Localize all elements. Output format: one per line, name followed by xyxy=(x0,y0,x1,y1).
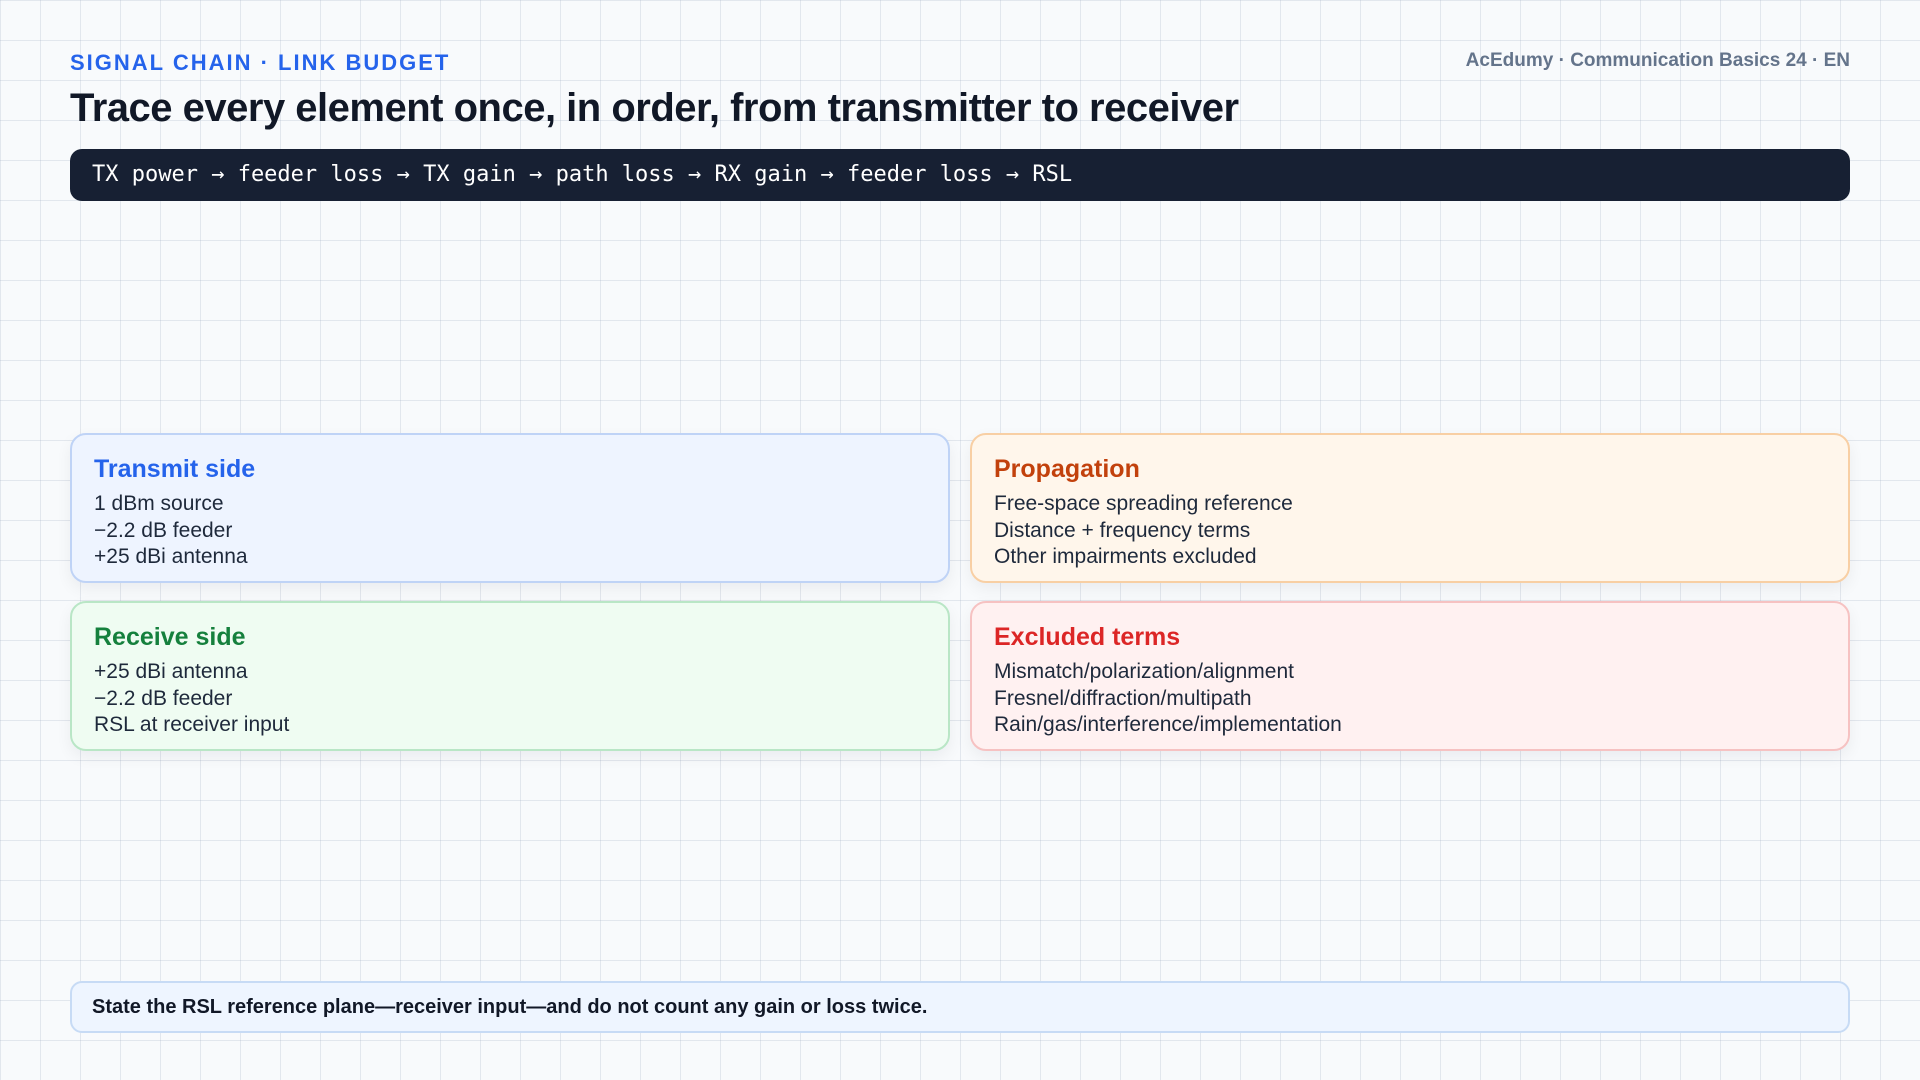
footer-note: State the RSL reference plane—receiver i… xyxy=(70,981,1850,1033)
receive-side-card: Receive side +25 dBi antenna −2.2 dB fee… xyxy=(70,601,950,751)
transmit-side-line: +25 dBi antenna xyxy=(94,545,248,568)
transmit-side-card: Transmit side 1 dBm source −2.2 dB feede… xyxy=(70,433,950,583)
excluded-terms-line: Mismatch/polarization/alignment xyxy=(994,660,1294,683)
transmit-side-line: 1 dBm source xyxy=(94,492,224,515)
receive-side-line: RSL at receiver input xyxy=(94,713,290,736)
excluded-terms-line: Rain/gas/interference/implementation xyxy=(994,713,1342,736)
receive-side-line: −2.2 dB feeder xyxy=(94,686,233,710)
card-grid: Transmit side 1 dBm source −2.2 dB feede… xyxy=(70,433,1850,751)
propagation-title: Propagation xyxy=(994,455,1140,483)
receive-side-line: +25 dBi antenna xyxy=(94,660,248,683)
receive-side-title: Receive side xyxy=(94,623,246,651)
page-title: Trace every element once, in order, from… xyxy=(70,86,1239,130)
propagation-card: Propagation Free-space spreading referen… xyxy=(970,433,1850,583)
transmit-side-title: Transmit side xyxy=(94,455,256,483)
excluded-terms-title: Excluded terms xyxy=(994,623,1181,651)
signal-chain-formula: TX power → feeder loss → TX gain → path … xyxy=(70,149,1850,201)
brand-label: AcEdumy · Communication Basics 24 · EN xyxy=(1465,50,1850,71)
section-eyebrow: SIGNAL CHAIN · LINK BUDGET xyxy=(70,50,451,75)
excluded-terms-card: Excluded terms Mismatch/polarization/ali… xyxy=(970,601,1850,751)
propagation-line: Free-space spreading reference xyxy=(994,492,1293,515)
excluded-terms-line: Fresnel/diffraction/multipath xyxy=(994,686,1252,710)
propagation-line: Other impairments excluded xyxy=(994,545,1257,568)
propagation-line: Distance + frequency terms xyxy=(994,518,1251,542)
transmit-side-line: −2.2 dB feeder xyxy=(94,518,233,542)
